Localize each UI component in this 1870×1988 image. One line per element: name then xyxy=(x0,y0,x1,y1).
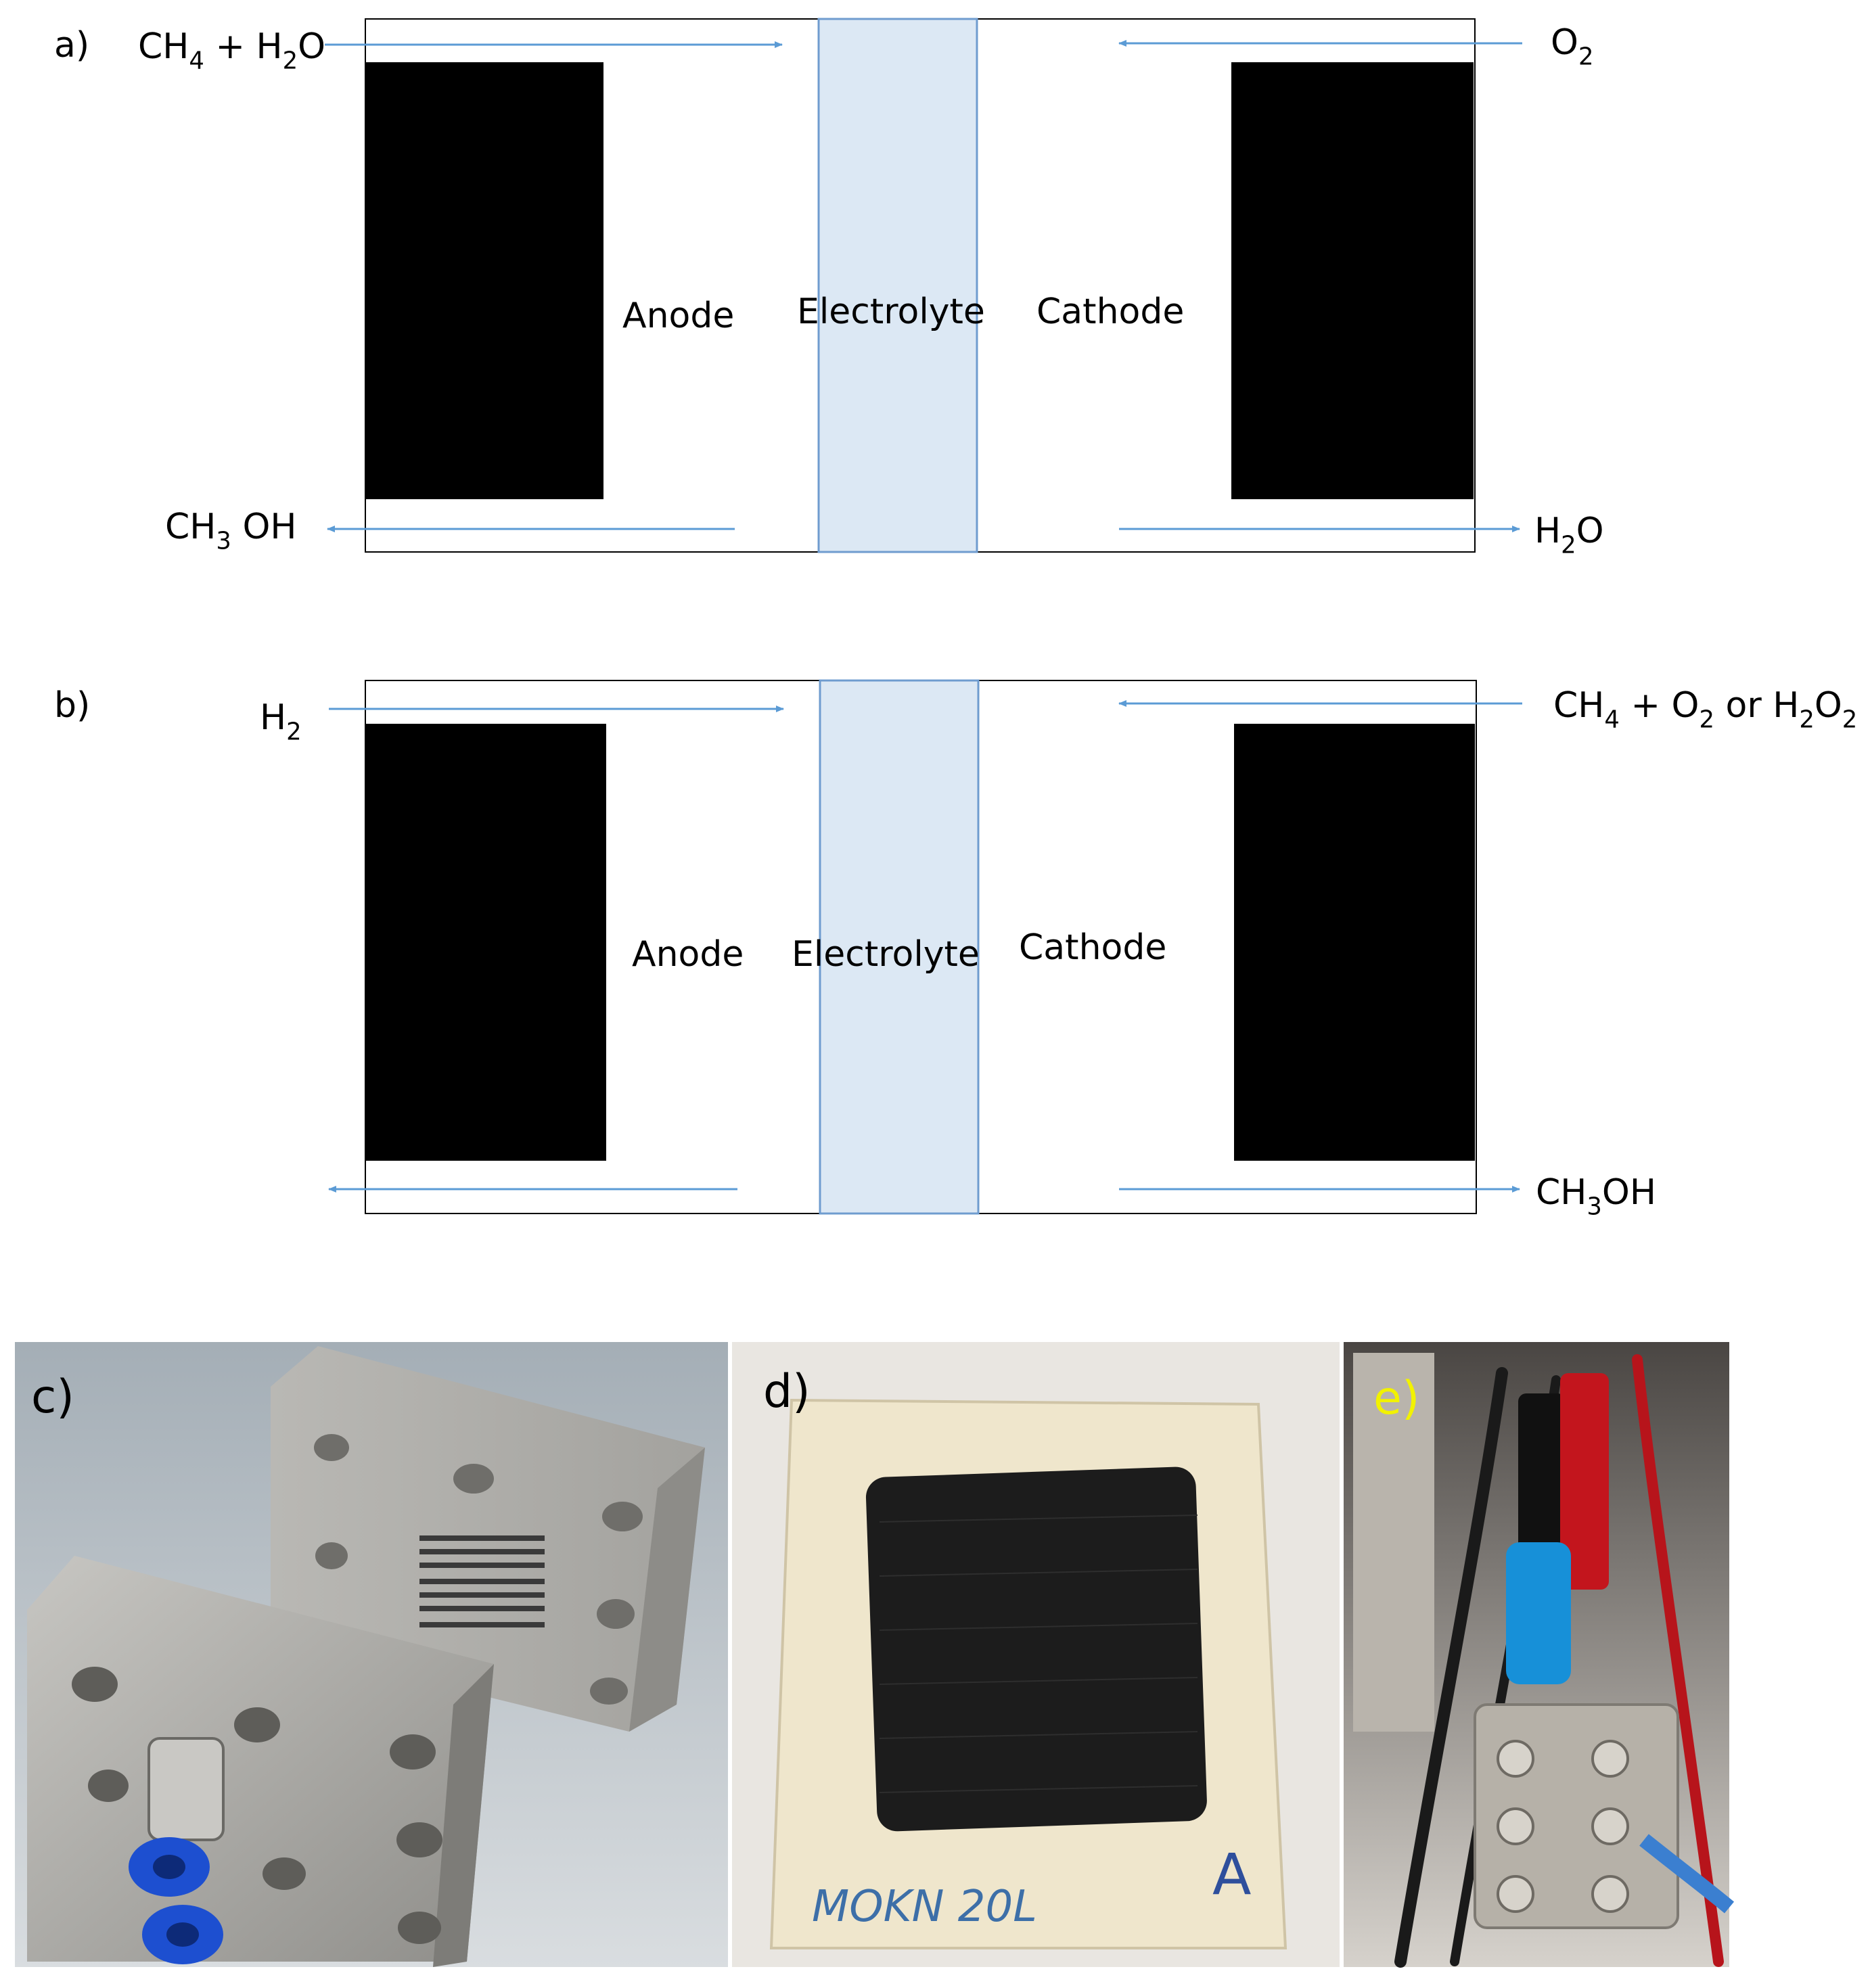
panel-b-label: b) xyxy=(54,685,90,726)
photo-d: MOKN 20L A d) xyxy=(732,1342,1340,1967)
catalyst-layer xyxy=(865,1466,1207,1832)
outlet-right-species: CH3OH xyxy=(1536,1172,1656,1221)
anode-label: Anode xyxy=(632,934,744,975)
inlet-left-species: CH4 + H2O xyxy=(138,26,325,75)
flow-field-channels xyxy=(419,1535,545,1627)
handwriting-label: MOKN 20L xyxy=(812,1882,1037,1932)
inlet-right-species: O2 xyxy=(1551,22,1593,71)
electrolyte-label: Electrolyte xyxy=(792,934,980,975)
photo-divider xyxy=(1340,1342,1344,1967)
panel-a-label: a) xyxy=(54,25,89,66)
flow-plate-back-side xyxy=(629,1448,705,1732)
catalyst-texture xyxy=(879,1515,1198,1793)
electrolyte-membrane xyxy=(819,679,980,1215)
handwriting-letter: A xyxy=(1212,1841,1251,1908)
photo-e: e) xyxy=(1344,1342,1735,1968)
gas-tubing xyxy=(1639,1834,1735,1914)
outlet-left-species: CH3 OH xyxy=(165,507,296,555)
outlet-right-species: H2O xyxy=(1534,511,1604,559)
flow-plate-front-side xyxy=(433,1664,494,1967)
inlet-right-species: CH4 + O2 or H2O2 xyxy=(1553,685,1857,734)
electrolyte-membrane xyxy=(817,18,978,553)
panel-d-label: d) xyxy=(763,1365,811,1418)
cathode-electrode xyxy=(1231,62,1474,499)
blue-connector xyxy=(1506,1542,1571,1684)
bolt-holes xyxy=(314,1434,643,1705)
cathode-label: Cathode xyxy=(1036,292,1184,332)
anode-label: Anode xyxy=(622,296,734,336)
red-connector xyxy=(1560,1373,1609,1590)
cathode-label: Cathode xyxy=(1019,927,1166,968)
bolt-holes xyxy=(72,1667,442,1944)
panel-a: a) Anode Electrolyte Cathode CH4 + H2O O… xyxy=(54,18,1604,559)
anode-electrode xyxy=(365,62,603,499)
gas-fitting xyxy=(129,1737,225,1964)
inlet-left-species: H2 xyxy=(260,697,302,746)
cell-bolts xyxy=(1497,1740,1629,1913)
electrolyte-label: Electrolyte xyxy=(797,292,985,332)
black-connector xyxy=(1518,1393,1566,1590)
photo-divider xyxy=(728,1342,732,1967)
anode-electrode xyxy=(365,724,606,1161)
panel-b: b) Anode Electrolyte Cathode H2 CH4 + O2… xyxy=(54,679,1857,1221)
instrument-rack xyxy=(1353,1353,1434,1732)
panel-c-label: c) xyxy=(31,1370,74,1424)
photo-c: c) xyxy=(15,1342,728,1967)
panel-e-label: e) xyxy=(1373,1372,1419,1425)
cathode-electrode xyxy=(1234,724,1475,1161)
